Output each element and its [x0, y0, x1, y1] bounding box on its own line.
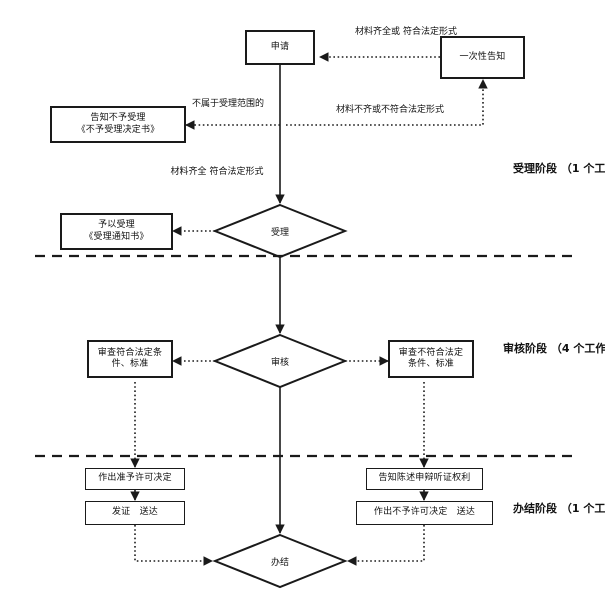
edge-apply-to-one-time-notice — [286, 79, 488, 126]
node-one-time-notice-line-1: 一次性告知 — [459, 51, 506, 62]
node-review-fail-line-1: 审查不符合法定 — [398, 347, 464, 358]
node-review-fail[interactable]: 审查不符合法定 条件、标准 — [388, 340, 474, 378]
stage-label-accept: 受理阶段 （1 个工作 日） — [513, 162, 605, 175]
edge-decide-deny-to-complete — [347, 525, 425, 566]
node-review-pass[interactable]: 审查符合法定条 件、标准 — [87, 340, 173, 378]
node-decide-deny-line-1: 作出不予许可决定 送达 — [373, 507, 476, 518]
edge-issue-to-complete — [134, 525, 213, 566]
edge-label-not-in-accept-scope: 不属于受理范围的 — [191, 99, 264, 109]
node-accept-label[interactable]: 受理 — [270, 227, 289, 238]
node-notify-rights-line-1: 告知陈述申辩听证权利 — [378, 473, 471, 484]
node-grant-accept[interactable]: 予以受理 《受理通知书》 — [60, 213, 173, 250]
node-decide-permit[interactable]: 作出准予许可决定 — [85, 468, 185, 490]
edge-label-materials-complete-legal-form: 材料齐全 符合法定形式 — [170, 167, 264, 177]
node-apply-line-1: 申请 — [270, 41, 290, 52]
diamond-review — [212, 333, 348, 389]
node-decide-permit-line-1: 作出准予许可决定 — [98, 473, 172, 484]
edge-label-materials-incomplete-or-illegal: 材料不齐或不符合法定形式 — [335, 105, 444, 115]
node-grant-accept-line-1: 予以受理 — [98, 220, 135, 231]
node-grant-accept-line-2: 《受理通知书》 — [84, 231, 149, 242]
node-review-label[interactable]: 审核 — [270, 357, 289, 368]
stage-label-review: 审核阶段 （4 个工作日） — [503, 342, 605, 355]
node-review-pass-line-1: 审查符合法定条 — [97, 347, 163, 358]
node-one-time-notice[interactable]: 一次性告知 — [440, 36, 525, 79]
node-complete-label[interactable]: 办结 — [270, 557, 289, 568]
edge-label-materials-complete-or-legal: 材料齐全或 符合法定形式 — [355, 27, 457, 37]
diamond-complete — [212, 533, 348, 589]
diamond-accept — [212, 203, 348, 259]
node-notify-reject-accept-line-1: 告知不予受理 — [90, 113, 146, 124]
node-notify-reject-accept-line-2: 《不予受理决定书》 — [76, 124, 160, 135]
node-decide-deny[interactable]: 作出不予许可决定 送达 — [356, 501, 493, 525]
node-notify-rights[interactable]: 告知陈述申辩听证权利 — [366, 468, 483, 490]
node-apply[interactable]: 申请 — [245, 30, 315, 65]
node-notify-reject-accept[interactable]: 告知不予受理 《不予受理决定书》 — [50, 106, 186, 143]
node-issue-deliver[interactable]: 发证 送达 — [85, 501, 185, 525]
node-review-fail-line-2: 条件、标准 — [407, 359, 454, 369]
node-review-pass-line-2: 件、标准 — [111, 359, 149, 369]
node-issue-deliver-line-1: 发证 送达 — [111, 507, 158, 518]
stage-label-complete: 办结阶段 （1 个工作 日） — [513, 502, 605, 515]
